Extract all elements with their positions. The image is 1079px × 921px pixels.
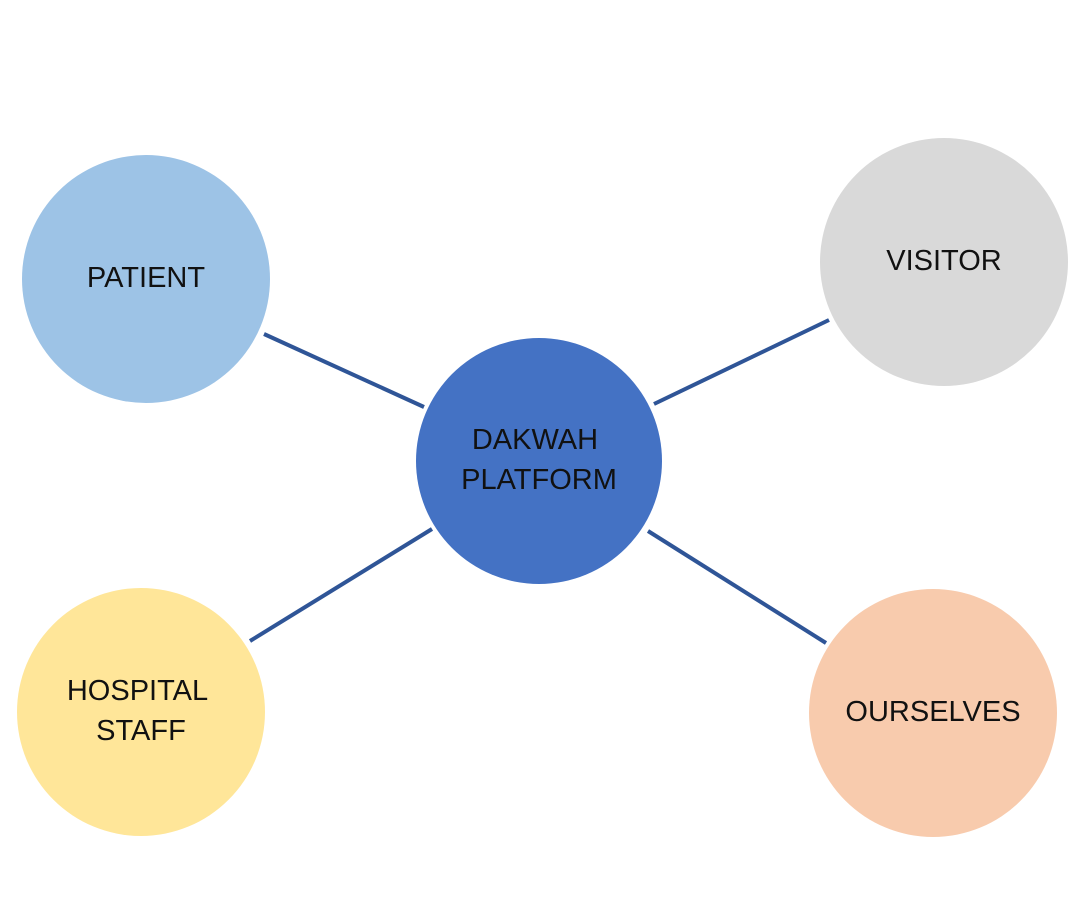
node-patient-circle bbox=[22, 155, 270, 403]
connector-patient bbox=[263, 332, 425, 409]
node-visitor-circle bbox=[820, 138, 1068, 386]
center-node: DAKWAH PLATFORM bbox=[416, 338, 662, 584]
node-ourselves: OURSELVES bbox=[809, 589, 1057, 837]
connector-hospital-staff bbox=[248, 527, 434, 643]
center-node-circle bbox=[416, 338, 662, 584]
node-hospital-staff-label: HOSPITAL STAFF bbox=[67, 675, 215, 747]
node-ourselves-circle bbox=[809, 589, 1057, 837]
node-patient: PATIENT bbox=[22, 155, 270, 403]
node-hospital-staff: HOSPITAL STAFF bbox=[17, 588, 265, 836]
node-hospital-staff-circle bbox=[17, 588, 265, 836]
connector-visitor bbox=[653, 318, 830, 406]
center-node-label: DAKWAH PLATFORM bbox=[461, 424, 617, 496]
node-visitor: VISITOR bbox=[820, 138, 1068, 386]
node-patient-label: PATIENT bbox=[87, 262, 205, 294]
connector-ourselves bbox=[646, 529, 828, 645]
node-ourselves-label: OURSELVES bbox=[845, 696, 1020, 728]
node-visitor-label: VISITOR bbox=[886, 245, 1002, 277]
